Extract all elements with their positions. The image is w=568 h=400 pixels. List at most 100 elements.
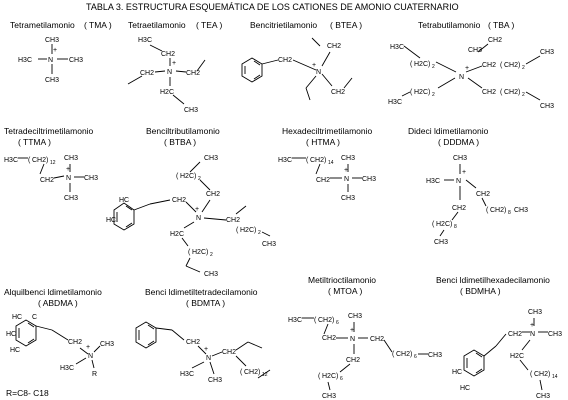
svg-text:): ) (504, 207, 506, 214)
atom-label: H2C (436, 221, 450, 228)
atom-label: CH3 (341, 195, 355, 202)
compound-name-btba: Benciltributilamonio (146, 126, 220, 136)
atom-label: CH2 (40, 177, 54, 184)
compound-name-tea: Tetraetilamonio (128, 20, 186, 30)
atom-label: H3C (426, 178, 440, 185)
svg-text:(: ( (410, 89, 413, 96)
charge-label: + (344, 167, 348, 174)
atom-label: HC (6, 331, 16, 338)
atom-label: H2C (192, 249, 206, 256)
atom-label: N (459, 74, 464, 81)
charge-label: + (86, 344, 90, 351)
atom-label: CH2 (226, 217, 240, 224)
atom-label: CH3 (322, 393, 336, 400)
atom-label: H3C (60, 365, 74, 372)
atom-label: CH2 (68, 339, 82, 346)
subscript-label: 8 (454, 224, 457, 230)
structure-bdmta: CH2 N + CH2 CH3 H3C (CH2)12 (135, 321, 271, 384)
compound-abbr-dddma: ( DDDMA ) (438, 137, 480, 147)
compound-name-tma: Tetrametilamonio (10, 20, 75, 30)
atom-label: CH2 (327, 43, 341, 50)
compound-name-tba: Tetrabutilamonio (418, 20, 481, 30)
svg-text:(: ( (500, 89, 503, 96)
charge-label: + (350, 327, 354, 334)
subscript-label: 14 (328, 160, 334, 166)
compound-abbr-tma: ( TMA ) (84, 20, 112, 30)
subscript-label: 2 (432, 92, 435, 98)
atom-label: CH2 (172, 197, 186, 204)
atom-label: CH2 (488, 37, 502, 44)
atom-label: CH2 (161, 51, 175, 58)
atom-label: CH2 (322, 335, 336, 342)
charge-label: + (172, 60, 176, 67)
atom-label: N (167, 69, 172, 76)
svg-text:): ) (254, 227, 256, 234)
subscript-label: 2 (432, 64, 435, 70)
atom-label: CH2 (370, 336, 384, 343)
structure-mtoa: H3C (CH2)6 CH2 N + CH3 CH2 (CH2)6 CH3 CH… (288, 313, 442, 400)
atom-label: H3C (390, 44, 404, 51)
atom-label: CH3 (208, 377, 222, 384)
atom-label: N (66, 175, 71, 182)
atom-label: HC (106, 217, 116, 224)
atom-label: CH2 (140, 70, 154, 77)
compound-name-htma: Hexadeciltrimetilamonio (282, 126, 373, 136)
charge-label: + (66, 166, 70, 173)
atom-label: HC (460, 385, 470, 392)
atom-label: CH3 (514, 207, 528, 214)
structure-htma: H3C (CH2)14 CH2 N + CH3 CH3 CH3 (278, 155, 376, 202)
atom-label: CH2 (396, 351, 410, 358)
atom-label: CH2 (452, 205, 466, 212)
atom-label: H3C (180, 371, 194, 378)
svg-text:): ) (336, 373, 338, 380)
charge-label: + (530, 322, 534, 329)
atom-label: CH3 (64, 195, 78, 202)
atom-label: CH3 (348, 313, 362, 320)
compound-abbr-htma: ( HTMA ) (306, 137, 340, 147)
svg-text:): ) (548, 371, 550, 378)
charge-label: + (465, 65, 469, 72)
atom-label: CH3 (362, 176, 376, 183)
atom-label: CH2 (482, 62, 496, 69)
charge-label: + (53, 47, 57, 54)
atom-label: N (530, 331, 535, 338)
svg-text:): ) (518, 62, 520, 69)
subscript-label: 2 (522, 65, 525, 71)
subscript-label: 6 (340, 376, 343, 382)
atom-label: CH3 (84, 175, 98, 182)
atom-label: H3C (138, 37, 152, 44)
atom-label: H2C (240, 227, 254, 234)
atom-label: H2C (510, 353, 524, 360)
atom-label: H2C (170, 231, 184, 238)
subscript-label: 2 (210, 252, 213, 258)
svg-text:): ) (46, 157, 48, 164)
compound-abbr-tea: ( TEA ) (196, 20, 223, 30)
atom-label: N (350, 336, 355, 343)
atom-label: HC (10, 347, 20, 354)
svg-text:(: ( (306, 157, 309, 164)
compound-abbr-abdma: ( ABDMA ) (38, 298, 78, 308)
atom-label: CH3 (262, 241, 276, 248)
atom-label: CH2 (186, 339, 200, 346)
svg-text:): ) (450, 221, 452, 228)
atom-label: CH3 (69, 57, 83, 64)
structure-bdmha: HC HC CH2 N + CH3 CH3 H2C (CH2)14 CH3 (452, 309, 562, 400)
atom-label: N (344, 176, 349, 183)
compound-name-btea: Bencitrietilamonio (250, 20, 318, 30)
atom-label: CH2 (316, 177, 330, 184)
atom-label: CH2 (331, 89, 345, 96)
atom-label: CH3 (204, 271, 218, 278)
compound-abbr-ttma: ( TTMA ) (18, 137, 51, 147)
compound-name-dddma: Dideci ldimetilamonio (408, 126, 489, 136)
structure-dddma: CH3 N + H3C CH2 (CH2)8 CH3 CH2 (H2C)8 CH… (426, 155, 528, 246)
charge-label: + (312, 62, 316, 69)
svg-text:): ) (518, 89, 520, 96)
atom-label: HC (119, 197, 129, 204)
svg-text:(: ( (486, 207, 489, 214)
atom-label: H2C (414, 61, 428, 68)
atom-label: CH2 (504, 62, 518, 69)
svg-text:(: ( (176, 173, 179, 180)
svg-text:): ) (194, 173, 196, 180)
atom-label: CH3 (540, 49, 554, 56)
